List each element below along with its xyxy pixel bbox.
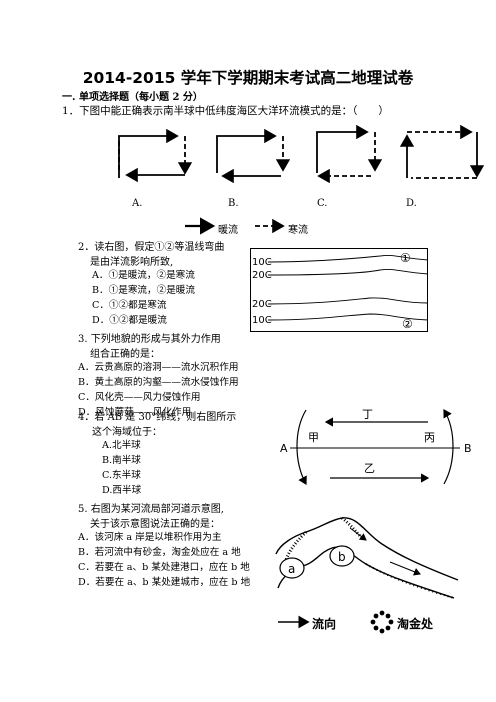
- diagram-a: [118, 128, 193, 183]
- current-mark-2: ②: [402, 317, 413, 331]
- q2-stem: 2．读右图，假定①②等温线弯曲 是由洋流影响所致,: [78, 242, 225, 268]
- latitude-diagram: A B 甲 丙 丁 乙: [280, 408, 472, 486]
- river-label-b: b: [338, 550, 346, 564]
- temp-label-4: 10C: [252, 315, 272, 326]
- section-heading: 一. 单项选择题（每小题 2 分）: [62, 92, 203, 103]
- paper-title: 2014-2015 学年下学期期末考试高二地理试卷: [82, 69, 414, 87]
- gold-legend-icon: [370, 610, 394, 634]
- q3-options: A．云贵高原的溶洞——流水沉积作用 B．黄土高原的沟壑——流水侵蚀作用 C．风化…: [78, 360, 239, 420]
- option-d-label: D.: [406, 198, 417, 209]
- q5-option-b: B．若河流中有砂金，淘金处应在 a 地: [78, 547, 241, 559]
- point-a-label: A: [280, 442, 288, 455]
- river-diagram: a b: [275, 516, 459, 634]
- label-yi: 乙: [364, 462, 375, 475]
- legend-gold-label: 淘金处: [397, 617, 434, 631]
- q2-option-d: D．①②都是暖流: [92, 315, 167, 327]
- q3-option-a: A．云贵高原的溶洞——流水沉积作用: [78, 362, 239, 373]
- river-label-a: a: [288, 562, 295, 576]
- label-bing: 丙: [424, 431, 435, 444]
- q4-option-a: A.北半球: [102, 440, 141, 451]
- legend-warm: 暖流: [218, 225, 238, 236]
- q4-options: A.北半球 B.南半球 C.东半球 D.西半球: [102, 438, 141, 498]
- label-ding: 丁: [362, 408, 373, 421]
- temp-label-3: 20C: [252, 299, 272, 310]
- q4-stem: 4．若 AB 是 30°纬线，则右图所示 这个海域位于：: [78, 412, 237, 438]
- q4-option-c: C.东半球: [102, 470, 141, 482]
- current-mark-1: ①: [400, 251, 411, 265]
- label-jia: 甲: [308, 431, 319, 444]
- legend-cold: 寒流: [288, 225, 308, 236]
- q5-options: A．该河床 a 岸是以堆积作用为主 B．若河流中有砂金，淘金处应在 a 地 C．…: [78, 530, 250, 590]
- q5-stem: 5. 右图为某河流局部河道示意图, 关于该示意图说法正确的是：: [78, 504, 224, 530]
- question-1-text: 1．下图中能正确表示南半球中低纬度海区大洋环流模式的是：（ ）: [62, 105, 389, 117]
- option-c-label: C.: [317, 198, 328, 209]
- legend-flow-label: 流向: [312, 617, 337, 631]
- q5-option-c: C．若要在 a、b 某处建港口，应在 b 地: [78, 562, 250, 574]
- q4-option-b: B.南半球: [102, 455, 141, 467]
- temp-label-2: 20C: [252, 270, 272, 281]
- q3-option-c: C．风化壳——风力侵蚀作用: [78, 392, 201, 404]
- temp-label-1: 10C: [252, 257, 272, 268]
- isotherm-diagram: 10C 20C 20C 10C ① ②: [250, 248, 429, 332]
- q2-option-a: A．①是暖流，②是寒流: [92, 270, 195, 281]
- option-b-label: B.: [228, 198, 239, 209]
- q5-option-d: D．若要在 a、b 某处建城市，应在 b 地: [78, 577, 251, 589]
- point-b-label: B: [464, 442, 472, 455]
- q2-option-c: C．①②都是寒流: [92, 300, 167, 312]
- diagram-d: [399, 124, 485, 179]
- q2-options: A．①是暖流，②是寒流 B．①是寒流，②是暖流 C．①②都是寒流 D．①②都是暖…: [92, 268, 195, 328]
- q3-stem: 3. 下列地貌的形成与其外力作用 组合正确的是：: [78, 334, 221, 360]
- option-a-label: A.: [132, 198, 143, 209]
- q2-option-b: B．①是寒流，②是暖流: [92, 285, 195, 297]
- question-1-diagrams: [118, 124, 485, 235]
- q4-option-d: D.西半球: [102, 485, 142, 497]
- q3-option-b: B．黄土高原的沟壑——流水侵蚀作用: [78, 377, 239, 389]
- diagram-b: [216, 128, 291, 184]
- diagram-c: [316, 124, 383, 184]
- q3-option-d: D．风蚀蘑菇——风化作用: [78, 407, 192, 419]
- q5-option-a: A．该河床 a 岸是以堆积作用为主: [78, 532, 222, 543]
